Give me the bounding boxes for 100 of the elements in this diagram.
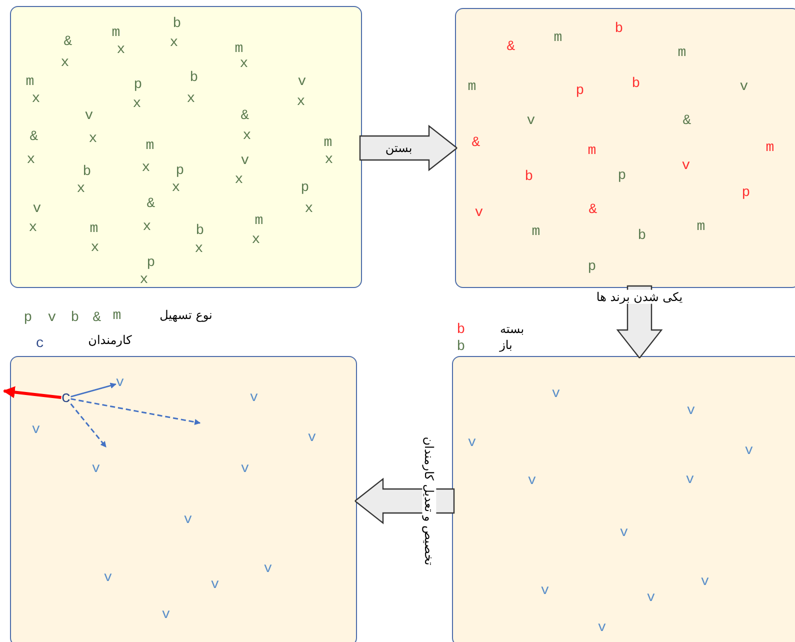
letter-label: b [456, 340, 466, 354]
letter-label: v [250, 391, 258, 405]
letter-label: b [172, 17, 182, 31]
letter-label: v [84, 109, 94, 123]
letter-label: m [554, 31, 562, 45]
letter-label: & [682, 114, 692, 128]
letter-label: b [632, 77, 640, 91]
letter-label: x [142, 220, 152, 234]
letter-label: x [28, 221, 38, 235]
letter-label: x [60, 56, 70, 70]
letter-label: v [474, 206, 484, 220]
letter-label: m [146, 139, 154, 153]
letter-label: p [300, 181, 310, 195]
letter-label: & [588, 203, 598, 217]
letter-label: x [116, 43, 126, 57]
letter-label: p [742, 186, 750, 200]
letter-label: v [528, 474, 536, 488]
arrow [2, 386, 62, 399]
letter-label: x [186, 92, 196, 106]
letter-label: m [532, 225, 540, 239]
letter-label: m [90, 222, 98, 236]
letter-label: v [298, 75, 306, 89]
letter-label: & [240, 109, 250, 123]
letter-label: & [64, 35, 72, 49]
panel [10, 356, 357, 642]
letter-label: & [472, 136, 480, 150]
letter-label: m [254, 214, 264, 228]
letter-label: m [468, 80, 476, 94]
letter-label: v [184, 513, 192, 527]
letter-label: v [104, 571, 112, 585]
letter-label: b [524, 170, 534, 184]
letter-label: b [614, 22, 624, 36]
note-text: نوع تسهیل [160, 309, 212, 321]
letter-label: v [540, 584, 550, 598]
letter-label: v [210, 578, 220, 592]
letter-label: p [176, 164, 184, 178]
panel [452, 356, 795, 642]
letter-label: m [26, 75, 34, 89]
letter-label: v [620, 526, 628, 540]
letter-label: x [142, 161, 150, 175]
letter-label: v [308, 431, 316, 445]
letter-label: x [240, 57, 248, 71]
letter-label: x [32, 92, 40, 106]
letter-label: m [324, 136, 332, 150]
letter-label: b [190, 71, 198, 85]
note-text: کارمندان [88, 334, 132, 346]
letter-label: & [146, 197, 156, 211]
edge-label: یکی شدن برند ها [596, 290, 683, 304]
letter-label: v [646, 591, 656, 605]
letter-label: c [36, 337, 44, 351]
letter-label: v [744, 444, 754, 458]
letter-label: p [588, 260, 596, 274]
letter-label: x [170, 36, 178, 50]
letter-label: & [30, 130, 38, 144]
note-text: بسته [500, 323, 524, 335]
letter-label: v [686, 473, 694, 487]
letter-label: v [682, 159, 690, 173]
letter-label: v [240, 462, 250, 476]
letter-label: x [172, 181, 180, 195]
letter-label: v [686, 404, 696, 418]
letter-label: x [132, 97, 142, 111]
letter-label: v [32, 202, 42, 216]
edge-label: تخصیص و تعدیل کارمندان [422, 436, 436, 566]
arrow [70, 403, 107, 448]
letter-label: c [61, 390, 71, 406]
letter-label: v [264, 562, 272, 576]
letter-label: v [48, 311, 56, 325]
letter-label: v [526, 114, 536, 128]
letter-label: b [196, 224, 204, 238]
letter-label: x [90, 241, 100, 255]
letter-label: m [696, 220, 706, 234]
letter-label: m [112, 309, 122, 323]
letter-label: x [140, 273, 148, 287]
arrow [70, 398, 201, 425]
letter-label: x [26, 153, 36, 167]
letter-label: x [324, 153, 334, 167]
letter-label: v [700, 575, 710, 589]
letter-label: & [506, 40, 516, 54]
letter-label: b [456, 323, 466, 337]
letter-label: b [70, 311, 80, 325]
letter-label: v [162, 608, 170, 622]
panel [455, 8, 795, 288]
letter-label: x [194, 242, 204, 256]
letter-label: x [304, 202, 314, 216]
arrow [70, 382, 116, 398]
letter-label: & [92, 311, 102, 325]
letter-label: b [638, 229, 646, 243]
letter-label: x [76, 182, 86, 196]
letter-label: v [92, 462, 100, 476]
letter-label: m [234, 42, 244, 56]
letter-label: x [296, 95, 306, 109]
letter-label: x [252, 233, 260, 247]
panel [10, 6, 362, 288]
letter-label: v [598, 621, 606, 635]
letter-label: v [552, 387, 560, 401]
letter-label: p [618, 169, 626, 183]
letter-label: p [24, 311, 32, 325]
letter-label: v [240, 154, 250, 168]
letter-label: x [242, 129, 252, 143]
letter-label: m [678, 46, 686, 60]
